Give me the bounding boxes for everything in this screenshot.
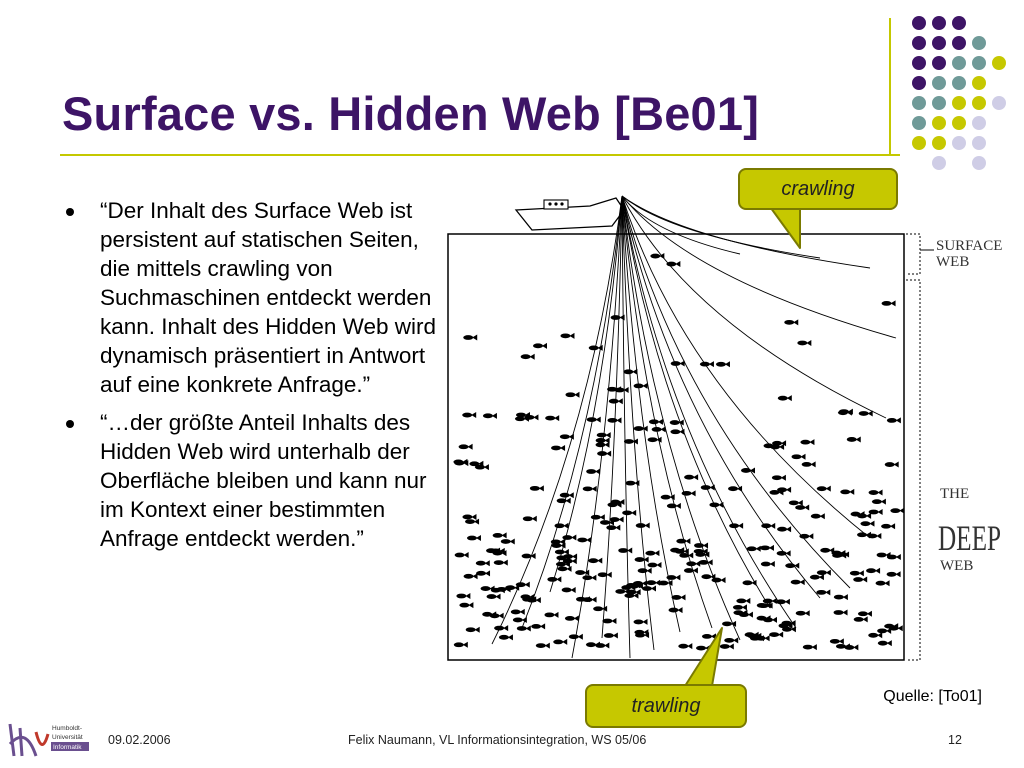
crawling-callout: crawling	[738, 168, 898, 210]
deep-bracket	[906, 279, 921, 661]
bullet-text: “Der Inhalt des Surface Web ist persiste…	[100, 198, 437, 397]
label-surface-1: SURFACE	[936, 238, 1002, 254]
bullet-list: “Der Inhalt des Surface Web ist persiste…	[64, 196, 454, 562]
accent-horizontal-line	[60, 154, 900, 156]
bullet-icon	[66, 208, 74, 216]
bullet-text: “…der größte Anteil Inhalts des Hidden W…	[100, 410, 427, 551]
footer-page-number: 12	[948, 733, 962, 747]
surface-vs-deep-web-illustration: SURFACE WEB THE DEEP WEB	[447, 195, 1002, 661]
source-citation: Quelle: [To01]	[883, 688, 982, 705]
label-surface-2: WEB	[936, 254, 969, 270]
ship-icon	[514, 197, 625, 231]
trawling-callout: trawling	[585, 684, 747, 728]
footer-author: Felix Naumann, VL Informationsintegratio…	[348, 733, 647, 747]
logo-line3: Informatik	[53, 744, 82, 751]
label-deep-2: DEEP	[938, 518, 1001, 559]
decorative-dot-grid	[900, 10, 1020, 170]
water-box	[447, 233, 905, 661]
logo-line1: Humboldt-	[52, 725, 82, 732]
label-deep-3: WEB	[940, 558, 973, 574]
surface-bracket	[906, 233, 921, 275]
hu-informatik-logo: Humboldt- Universität Informatik	[8, 723, 89, 757]
bullet-icon	[66, 420, 74, 428]
bullet-item: “…der größte Anteil Inhalts des Hidden W…	[64, 408, 454, 553]
accent-vertical-line	[889, 18, 891, 156]
bullet-item: “Der Inhalt des Surface Web ist persiste…	[64, 196, 454, 399]
fish-swarm	[453, 253, 905, 652]
label-deep-1: THE	[940, 486, 969, 502]
footer-date: 09.02.2006	[108, 733, 171, 747]
slide-title: Surface vs. Hidden Web [Be01]	[62, 87, 760, 140]
logo-line2: Universität	[52, 734, 83, 741]
